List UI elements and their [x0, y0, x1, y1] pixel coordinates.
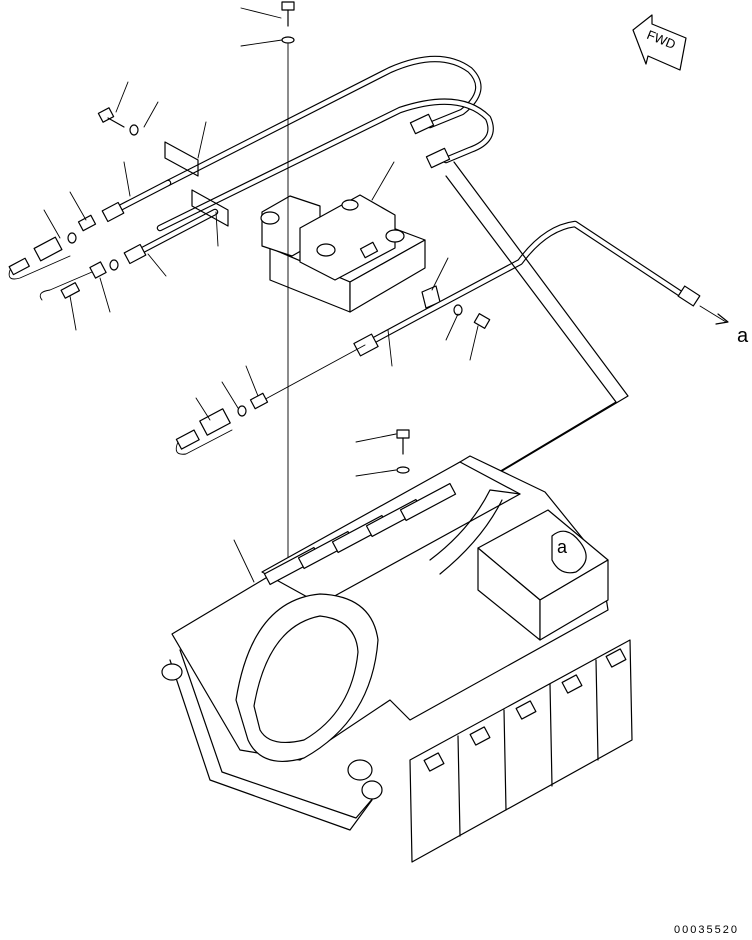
machine-body: a	[161, 455, 609, 831]
connection-label-a-body: a	[557, 537, 568, 557]
mounting-bracket	[260, 194, 426, 313]
hose-to-connection-a: a	[353, 220, 749, 357]
connection-label-a: a	[737, 325, 749, 347]
fwd-arrow-icon: FWD	[632, 14, 687, 71]
fwd-label: FWD	[645, 27, 678, 52]
lower-fittings	[175, 344, 366, 455]
bolts-and-washers	[97, 1, 491, 571]
callout-leaders	[43, 7, 479, 583]
side-flap-plates	[409, 639, 633, 863]
long-return-pipe	[445, 161, 629, 495]
left-hose-assembly	[8, 179, 219, 301]
drawing-number: 00035520	[674, 924, 739, 936]
upper-hose-loop	[156, 55, 494, 232]
